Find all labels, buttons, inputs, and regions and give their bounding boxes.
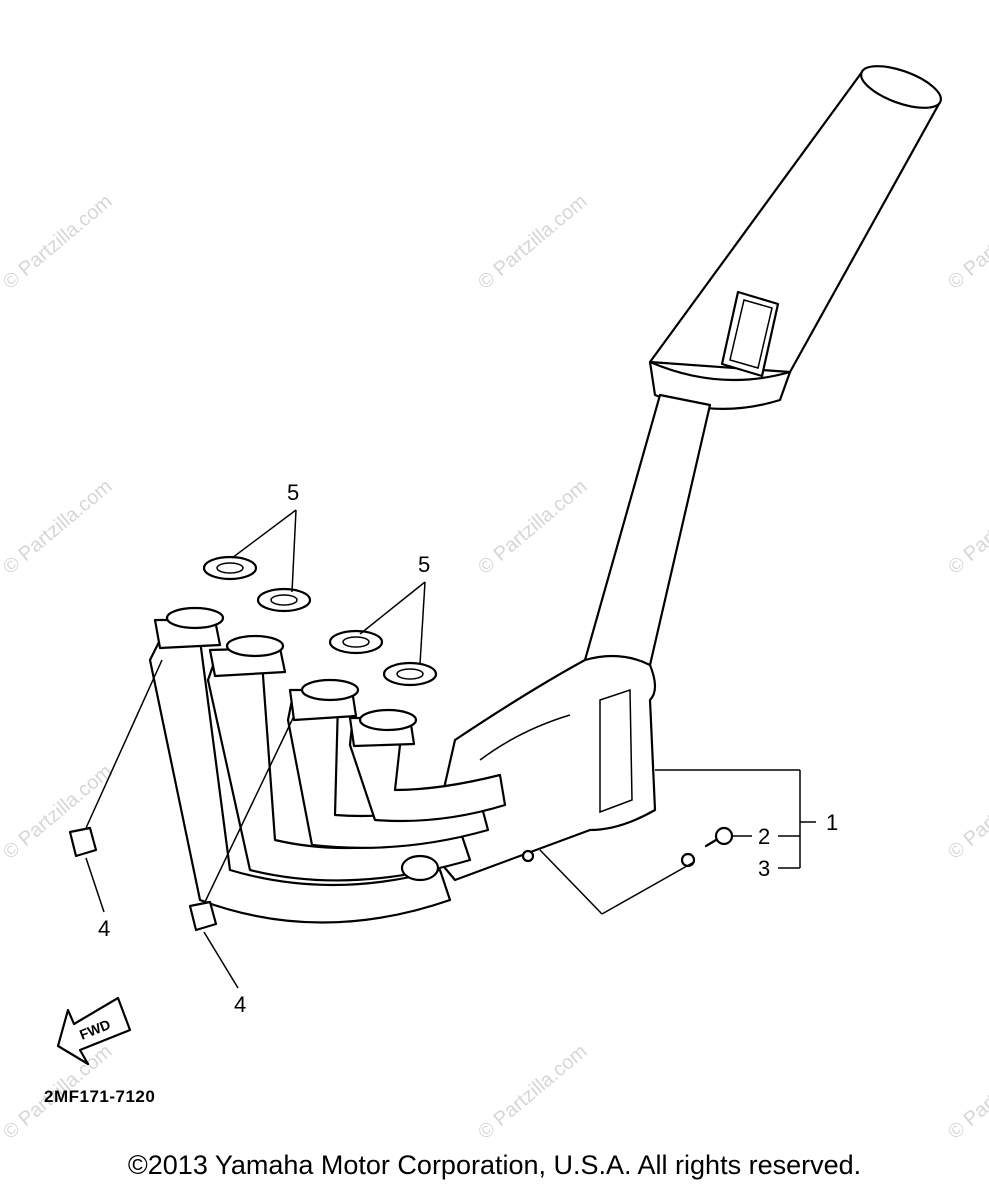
exhaust-flanges xyxy=(153,606,418,748)
watermark: © Partzilla.com xyxy=(474,475,591,578)
fwd-arrow: FWD xyxy=(56,996,132,1066)
callout-part-1: 1 xyxy=(826,810,838,835)
gaskets xyxy=(202,555,438,687)
leader-lines xyxy=(85,509,816,989)
connecting-pipe xyxy=(583,393,712,667)
callout-part-3: 3 xyxy=(758,856,770,881)
nuts xyxy=(68,826,218,932)
watermark: © Partzilla.com xyxy=(944,475,989,578)
drawing-code: 2MF171-7120 xyxy=(44,1087,155,1106)
watermark: © Partzilla.com xyxy=(474,1040,591,1143)
callout-part-4-right: 4 xyxy=(234,992,246,1017)
callout-part-2: 2 xyxy=(758,824,770,849)
watermark: © Partzilla.com xyxy=(944,190,989,293)
watermark: © Partzilla.com xyxy=(0,475,116,578)
watermark-layer: © Partzilla.com © Partzilla.com © Partzi… xyxy=(0,190,989,1143)
copyright-notice: ©2013 Yamaha Motor Corporation, U.S.A. A… xyxy=(127,1150,862,1180)
callout-part-4-left: 4 xyxy=(98,916,110,941)
watermark: © Partzilla.com xyxy=(944,1040,989,1143)
watermark: © Partzilla.com xyxy=(0,190,116,293)
watermark: © Partzilla.com xyxy=(0,760,116,863)
callout-part-5-right: 5 xyxy=(418,552,430,577)
watermark: © Partzilla.com xyxy=(474,190,591,293)
muffler xyxy=(648,65,942,410)
watermark: © Partzilla.com xyxy=(944,760,989,863)
callout-part-5-top: 5 xyxy=(287,480,299,505)
